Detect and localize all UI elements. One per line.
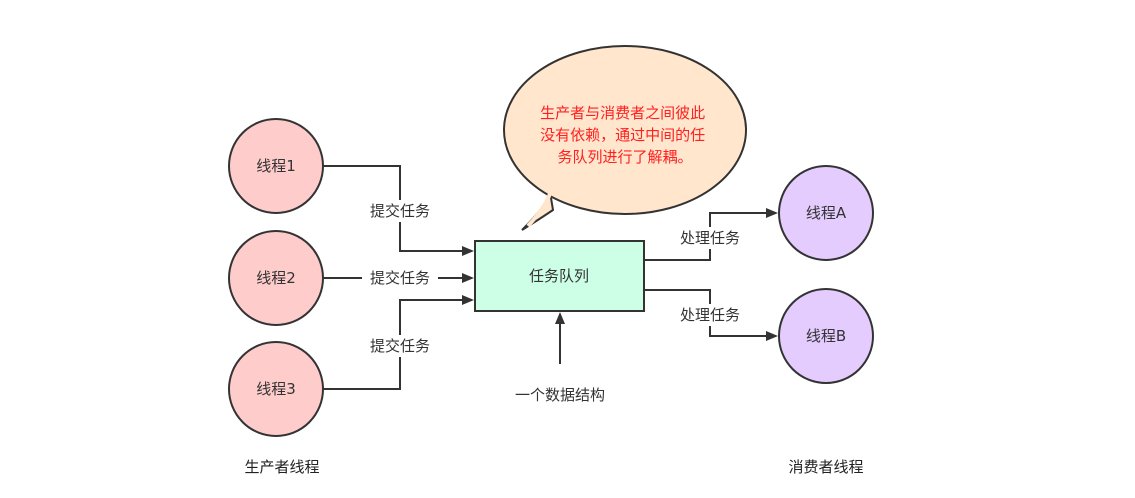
queue-label: 任务队列 [529,267,589,285]
producer-1-label: 线程1 [256,157,296,175]
producers-group-label: 生产者线程 [244,458,319,476]
edge-label-process-b: 处理任务 [680,306,740,324]
callout-bubble: 生产者与消费者之间彼此 没有依赖，通过中间的任 务队列进行了解耦。 [503,45,747,231]
queue-node: 任务队列 [474,240,645,312]
edge-label-submit-2: 提交任务 [370,269,430,287]
producer-3-label: 线程3 [256,380,296,398]
edge-label-process-b-group: 处理任务 [672,304,748,326]
edge-label-submit-3-group: 提交任务 [362,335,438,357]
svg-text:生产者与消费者之间彼此 没有依赖，通过中间的任: 生产者与消费者之间彼此 没有依赖，通过中间的任 务队列进行了解耦。 [540,104,710,166]
edge-label-submit-1-group: 提交任务 [362,200,438,222]
edge-label-submit-1: 提交任务 [370,202,430,220]
consumer-a-label: 线程A [806,204,847,222]
producer-node-1: 线程1 [228,118,324,214]
consumers-group-label: 消费者线程 [788,458,863,476]
callout-line-2: 没有依赖，通过中间的任 [540,126,705,144]
producer-node-2: 线程2 [228,230,324,326]
consumer-node-a: 线程A [778,165,874,261]
producer-2-label: 线程2 [256,269,296,287]
callout-ellipse [503,45,747,215]
callout-line-3: 务队列进行了解耦。 [557,148,692,166]
edge-label-process-a: 处理任务 [680,229,740,247]
annotation-label: 一个数据结构 [515,386,605,404]
edge-label-process-a-group: 处理任务 [672,227,748,249]
producer-node-3: 线程3 [228,341,324,437]
callout-line-1: 生产者与消费者之间彼此 [540,104,705,122]
edge-label-submit-3: 提交任务 [370,337,430,355]
consumer-b-label: 线程B [806,327,846,345]
consumer-node-b: 线程B [778,288,874,384]
edge-label-submit-2-group: 提交任务 [362,267,438,289]
